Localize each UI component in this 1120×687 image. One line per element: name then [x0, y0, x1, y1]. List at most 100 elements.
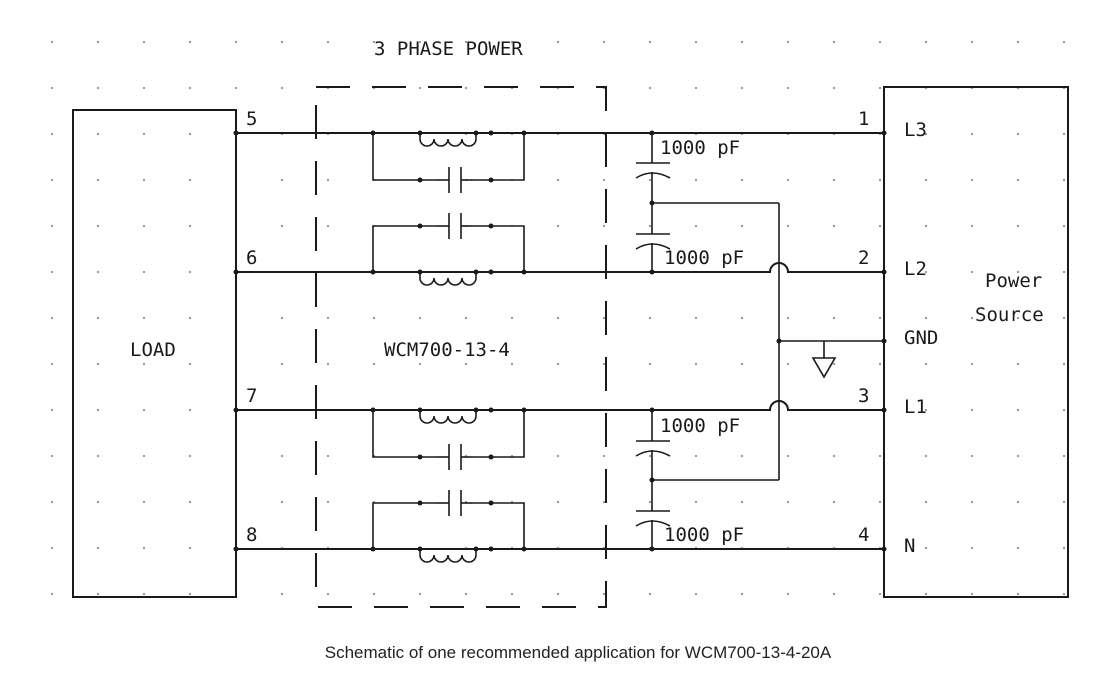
grid-dot [833, 363, 835, 365]
source-pin-3: 3 [858, 385, 869, 407]
load-pin-5: 5 [246, 108, 257, 130]
grid-dot [1063, 593, 1065, 595]
y-capacitors-upper [635, 133, 779, 272]
grid-dot [373, 593, 375, 595]
cap-2 [437, 213, 473, 239]
grid-dot [649, 593, 651, 595]
grid-dot [787, 225, 789, 227]
grid-dot [1063, 179, 1065, 181]
grid-dot [419, 593, 421, 595]
grid-dot [1017, 409, 1019, 411]
source-pin-1: 1 [858, 108, 869, 130]
line-l2 [236, 262, 884, 273]
source-pin-4: 4 [858, 524, 869, 546]
grid-dot [557, 501, 559, 503]
grid-dot [925, 409, 927, 411]
grid-dot [327, 179, 329, 181]
grid-dot [511, 317, 513, 319]
grid-dot [373, 363, 375, 365]
grid-dot [419, 41, 421, 43]
grid-dot [281, 179, 283, 181]
grid-dot [603, 593, 605, 595]
grid-dot [741, 363, 743, 365]
grid-dot [925, 133, 927, 135]
grid-dot [1017, 547, 1019, 549]
grid-dot [327, 455, 329, 457]
cap-3 [437, 444, 473, 470]
grid-dot [327, 41, 329, 43]
grid-dot [741, 179, 743, 181]
grid-dot [833, 501, 835, 503]
grid-dot [143, 317, 145, 319]
grid-dot [143, 501, 145, 503]
grid-dot [833, 225, 835, 227]
grid-dot [741, 87, 743, 89]
grid-dot [833, 455, 835, 457]
grid-dot [465, 317, 467, 319]
grid-dot [327, 225, 329, 227]
grid-dot [557, 317, 559, 319]
grid-dot [511, 41, 513, 43]
grid-dot [143, 363, 145, 365]
grid-dot [1063, 501, 1065, 503]
load-label: LOAD [130, 339, 176, 361]
grid-dot [971, 501, 973, 503]
grid-dot [649, 501, 651, 503]
grid-dot [971, 271, 973, 273]
grid-dot [649, 317, 651, 319]
grid-dot [51, 133, 53, 135]
grid-dot [419, 87, 421, 89]
grid-dot [235, 87, 237, 89]
grid-dot [419, 363, 421, 365]
grid-dot [1063, 133, 1065, 135]
grid-dot [649, 179, 651, 181]
grid-dot [971, 409, 973, 411]
grid-dot [925, 455, 927, 457]
grid-dot [971, 593, 973, 595]
grid-dot [189, 501, 191, 503]
ground-icon [811, 357, 837, 379]
grid-dot [787, 593, 789, 595]
grid-dot [695, 455, 697, 457]
cap-value-3: 1000 pF [660, 415, 740, 437]
grid-dot [787, 501, 789, 503]
grid-dot [143, 179, 145, 181]
grid-dot [51, 455, 53, 457]
grid-dot [741, 501, 743, 503]
grid-dot [1063, 547, 1065, 549]
grid-dot [143, 547, 145, 549]
grid-dot [879, 225, 881, 227]
grid-dot [281, 593, 283, 595]
grid-dot [51, 317, 53, 319]
grid-dot [189, 179, 191, 181]
grid-dot [787, 87, 789, 89]
grid-dot [649, 455, 651, 457]
grid-dot [1017, 593, 1019, 595]
grid-dot [925, 363, 927, 365]
grid-dot [465, 41, 467, 43]
line-label-l3: L3 [904, 119, 927, 141]
source-label-line1: Power [985, 270, 1042, 292]
grid-dot [1017, 133, 1019, 135]
grid-dot [833, 87, 835, 89]
grid-dot [465, 87, 467, 89]
grid-dot [603, 179, 605, 181]
cap-1 [437, 167, 473, 193]
grid-dot [143, 409, 145, 411]
grid-dot [97, 87, 99, 89]
choke-inductor-1 [419, 133, 477, 147]
grid-dot [511, 593, 513, 595]
choke-inductor-4 [419, 549, 477, 563]
grid-dot [143, 271, 145, 273]
grid-dot [51, 363, 53, 365]
grid-dot [281, 501, 283, 503]
grid-dot [787, 363, 789, 365]
grid-dot [603, 455, 605, 457]
grid-dot [1017, 225, 1019, 227]
grid-dot [143, 133, 145, 135]
grid-dot [1063, 455, 1065, 457]
cap-value-2: 1000 pF [664, 247, 744, 269]
grid-dot [649, 41, 651, 43]
grid-dot [649, 225, 651, 227]
grid-dot [97, 271, 99, 273]
